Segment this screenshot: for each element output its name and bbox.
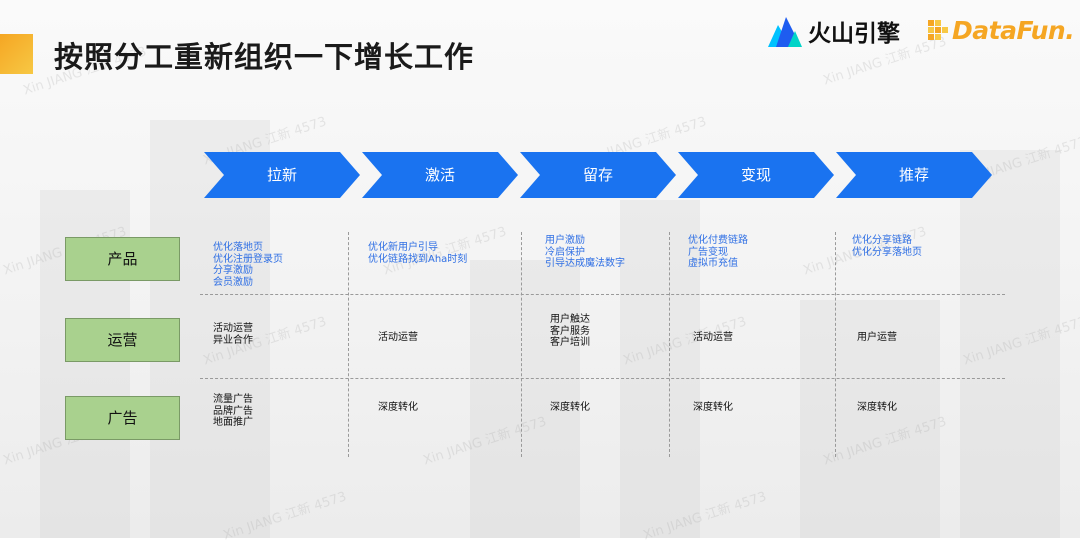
cell-ads-monetization: 深度转化 (693, 402, 733, 414)
stage-chevron-activation: 激活 (362, 152, 518, 198)
cell-item: 深度转化 (378, 402, 418, 413)
cell-item: 深度转化 (550, 402, 590, 413)
cell-item: 地面推广 (213, 417, 253, 428)
chevron-arrow-shape (836, 152, 992, 198)
chevron-arrow-shape (362, 152, 518, 198)
stage-chevron-acquisition: 拉新 (204, 152, 360, 198)
cell-item: 用户触达 (550, 314, 590, 325)
datafun-text: DataFun. (952, 15, 1075, 45)
title-accent-bar (0, 34, 33, 74)
column-divider (521, 232, 522, 457)
cell-item: 优化落地页 (213, 242, 263, 253)
stage-chevron-retention: 留存 (520, 152, 676, 198)
cell-item: 分享激励 (213, 265, 253, 276)
cell-product-acquisition: 优化落地页 优化注册登录页 分享激励 会员激励 (213, 242, 283, 288)
cell-operation-retention: 用户触达 客户服务 客户培训 (550, 314, 590, 349)
cell-item: 优化分享链路 (852, 235, 912, 246)
stage-chevron-referral: 推荐 (836, 152, 992, 198)
cell-item: 虚拟币充值 (688, 258, 738, 269)
cell-item: 活动运营 (213, 323, 253, 334)
cell-item: 流量广告 (213, 394, 253, 405)
stage-label: 拉新 (266, 166, 297, 184)
cell-operation-referral: 用户运营 (857, 332, 897, 344)
cell-ads-retention: 深度转化 (550, 402, 590, 414)
volcano-mountain-icon (768, 17, 802, 47)
stage-label: 变现 (740, 166, 771, 184)
row-header-product: 产品 (65, 237, 180, 281)
cell-item: 广告变现 (688, 246, 728, 258)
cell-item: 客户培训 (550, 337, 590, 348)
datafun-pixel-icon (928, 20, 948, 40)
column-divider (669, 232, 670, 457)
row-header-operation: 运营 (65, 318, 180, 362)
row-divider (200, 294, 1005, 295)
cell-item: 深度转化 (857, 402, 897, 413)
cell-operation-monetization: 活动运营 (693, 332, 733, 344)
cell-item: 优化链路找到Aha时刻 (368, 253, 468, 265)
datafun-logo: DataFun. (928, 10, 1075, 50)
row-header-ads: 广告 (65, 396, 180, 440)
cell-item: 引导达成魔法数字 (545, 258, 625, 269)
cell-product-monetization: 优化付费链路 广告变现 虚拟币充值 (688, 235, 748, 270)
volcano-engine-text: 火山引擎 (808, 21, 900, 47)
chevron-arrow-shape (520, 152, 676, 198)
cell-item: 活动运营 (693, 332, 733, 343)
chevron-arrow-shape (204, 152, 360, 198)
column-divider (348, 232, 349, 457)
stage-label: 激活 (424, 166, 455, 184)
chevron-arrow-shape (678, 152, 834, 198)
cell-item: 活动运营 (378, 332, 418, 343)
cell-ads-activation: 深度转化 (378, 402, 418, 414)
cell-ads-referral: 深度转化 (857, 402, 897, 414)
cell-item: 优化付费链路 (688, 235, 748, 246)
cell-item: 冷启保护 (545, 246, 585, 258)
volcano-engine-logo: 火山引擎 (768, 14, 900, 48)
cell-item: 用户激励 (545, 235, 585, 246)
stage-chevron-monetization: 变现 (678, 152, 834, 198)
cell-item: 品牌广告 (213, 405, 253, 417)
row-divider (200, 378, 1005, 379)
cell-item: 优化注册登录页 (213, 253, 283, 265)
cell-product-retention: 用户激励 冷启保护 引导达成魔法数字 (545, 235, 625, 270)
background-building (620, 200, 700, 538)
background-building (960, 150, 1060, 538)
cell-product-referral: 优化分享链路 优化分享落地页 (852, 235, 922, 258)
cell-product-activation: 优化新用户引导 优化链路找到Aha时刻 (368, 242, 467, 265)
cell-item: 异业合作 (213, 334, 253, 346)
cell-ads-acquisition: 流量广告 品牌广告 地面推广 (213, 394, 253, 429)
stage-label: 推荐 (898, 166, 929, 184)
cell-item: 优化分享落地页 (852, 246, 922, 258)
page-title: 按照分工重新组织一下增长工作 (54, 40, 475, 74)
background-building (470, 260, 580, 538)
background-building (800, 300, 940, 538)
column-divider (835, 232, 836, 457)
cell-item: 会员激励 (213, 276, 253, 288)
cell-item: 深度转化 (693, 402, 733, 413)
stage-label: 留存 (582, 166, 613, 184)
cell-operation-acquisition: 活动运营 异业合作 (213, 323, 253, 346)
cell-operation-activation: 活动运营 (378, 332, 418, 344)
cell-item: 用户运营 (857, 332, 897, 343)
cell-item: 优化新用户引导 (368, 242, 438, 253)
cell-item: 客户服务 (550, 325, 590, 337)
